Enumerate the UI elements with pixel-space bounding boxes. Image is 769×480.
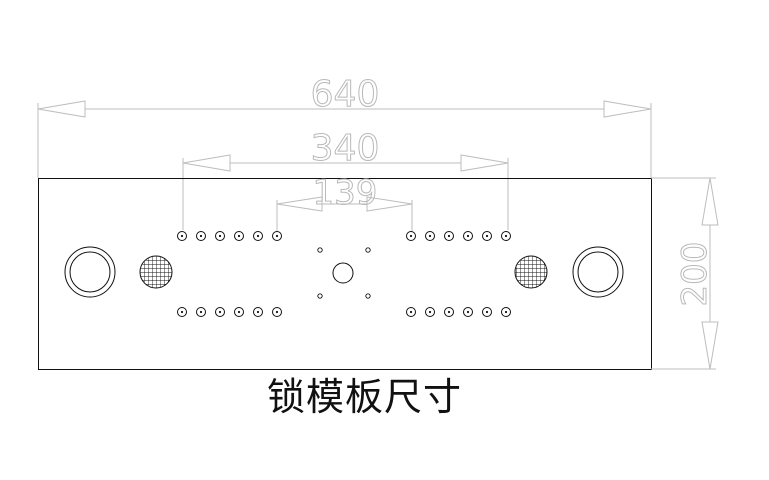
pin-hole [177, 307, 187, 317]
pin-hole [463, 307, 473, 317]
pin-hole [196, 231, 206, 241]
pin-hole [444, 231, 454, 241]
dimension-139-label: 139 [313, 173, 378, 213]
dimension-200-label: 200 [675, 242, 715, 307]
dimension-340-label: 340 [311, 128, 380, 169]
pin-hole-center [428, 234, 432, 238]
pin-hole-center [256, 234, 260, 238]
pin-hole-center [275, 234, 279, 238]
pin-hole-center [237, 310, 241, 314]
center-hole [332, 262, 354, 284]
pin-hole-center [237, 234, 241, 238]
pin-hole [425, 231, 435, 241]
dimension-340 [182, 154, 509, 230]
pin-hole [234, 307, 244, 317]
pin-hole [253, 231, 263, 241]
pin-hole-rows [177, 231, 511, 317]
pin-hole [196, 307, 206, 317]
dimension-640 [37, 100, 652, 178]
pin-hole-center [218, 234, 222, 238]
pin-hole-center [218, 310, 222, 314]
pin-hole [177, 231, 187, 241]
pin-hole [215, 231, 225, 241]
left-guide-hole [64, 246, 116, 298]
right-hatched-magnet [514, 255, 548, 289]
pin-hole-center [504, 310, 508, 314]
pin-hole-center [447, 234, 451, 238]
pin-hole [463, 231, 473, 241]
pin-hole [444, 307, 454, 317]
pin-hole [272, 231, 282, 241]
pin-hole [482, 307, 492, 317]
pin-hole-center [180, 310, 184, 314]
dimension-200 [651, 177, 719, 370]
pin-hole [425, 307, 435, 317]
pin-hole-center [466, 310, 470, 314]
right-guide-hole [572, 246, 624, 298]
pin-hole [482, 231, 492, 241]
pin-hole-center [275, 310, 279, 314]
pin-hole [501, 231, 511, 241]
pin-hole-center [466, 234, 470, 238]
plate-outline [38, 178, 652, 370]
pin-hole-center [409, 310, 413, 314]
pin-hole-center [447, 310, 451, 314]
pin-hole-center [409, 234, 413, 238]
pin-hole [234, 231, 244, 241]
pin-hole [501, 307, 511, 317]
left-hatched-magnet [139, 255, 173, 289]
center-pin-holes [317, 247, 371, 299]
pin-hole-center [256, 310, 260, 314]
pin-hole [406, 307, 416, 317]
pin-hole-center [504, 234, 508, 238]
drawing-title: 锁模板尺寸 [266, 375, 462, 419]
dimension-640-label: 640 [311, 74, 380, 115]
pin-hole-center [428, 310, 432, 314]
dimension-139 [276, 196, 413, 232]
pin-hole-center [180, 234, 184, 238]
pin-hole [253, 307, 263, 317]
pin-hole-center [485, 234, 489, 238]
pin-hole [272, 307, 282, 317]
pin-hole-center [485, 310, 489, 314]
pin-hole [215, 307, 225, 317]
pin-hole [406, 231, 416, 241]
pin-hole-center [199, 234, 203, 238]
pin-hole-center [199, 310, 203, 314]
